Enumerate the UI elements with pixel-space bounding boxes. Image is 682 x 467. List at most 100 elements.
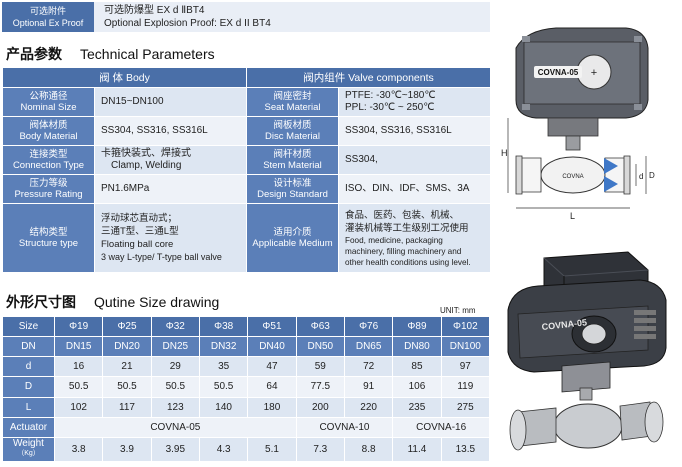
dn-cell: DN100	[440, 336, 491, 358]
explosion-values: 可选防爆型 EX d ⅡBT4 Optional Explosion Proof…	[94, 2, 490, 32]
weight-cell: 4.3	[198, 436, 249, 463]
size-cell: Φ25	[102, 315, 152, 338]
D-cell: 64	[247, 376, 297, 398]
size-cell: Φ38	[198, 315, 249, 338]
L-row: L 102 117 123 140 180 200 220 235 275	[2, 396, 491, 418]
size-cell: Φ51	[247, 315, 297, 338]
nominal-size-value: DN15~DN100	[94, 87, 247, 117]
size-cell: Φ102	[440, 315, 491, 338]
weight-cell: 8.8	[343, 436, 394, 463]
size-row: Size Φ19 Φ25 Φ32 Φ38 Φ51 Φ63 Φ76 Φ89 Φ10…	[2, 315, 491, 338]
L-cell: 235	[392, 396, 442, 418]
size-row-label: Size	[2, 315, 55, 338]
D-cell: 50.5	[53, 376, 104, 398]
dim-d-label: d	[639, 172, 643, 181]
D-cell: 119	[440, 376, 491, 398]
svg-text:+: +	[591, 67, 597, 79]
actuator-cell: COVNA-10	[295, 416, 394, 438]
actuator-brand-label: COVNA-05	[538, 68, 579, 77]
weight-cell: 13.5	[440, 436, 491, 463]
d-cell: 29	[150, 356, 200, 378]
explosion-value-cn: 可选防爆型 EX d ⅡBT4	[104, 5, 205, 16]
size-section-title: 外形尺寸图 Qutine Size drawing	[6, 292, 219, 312]
d-cell: 72	[343, 356, 394, 378]
weight-row-label: Weight（Kg）	[2, 436, 55, 463]
dn-row: DN DN15 DN20 DN25 DN32 DN40 DN50 DN65 DN…	[2, 336, 491, 358]
dim-D-label: D	[649, 171, 655, 180]
size-title-en: Qutine Size drawing	[94, 294, 220, 310]
weight-cell: 3.8	[53, 436, 104, 463]
structure-type-value: 浮动球芯直动式； 三通T型、三通L型 Floating ball core 3 …	[94, 203, 247, 273]
d-row: d 16 21 29 35 47 59 72 85 97	[2, 356, 491, 378]
unit-label: UNIT: mm	[440, 306, 476, 315]
L-row-label: L	[2, 396, 55, 418]
L-cell: 220	[343, 396, 394, 418]
disc-material-value: SS304, SS316, SS316L	[338, 116, 491, 146]
size-title-cn: 外形尺寸图	[6, 294, 76, 310]
D-cell: 50.5	[198, 376, 249, 398]
d-cell: 59	[295, 356, 345, 378]
size-cell: Φ63	[295, 315, 345, 338]
actuator-cell: COVNA-16	[392, 416, 490, 438]
body-material-value: SS304, SS316, SS316L	[94, 116, 247, 146]
d-cell: 35	[198, 356, 249, 378]
valve-technical-drawing: + COVNA-05 COVNA H L d D	[501, 27, 655, 221]
d-cell: 97	[440, 356, 491, 378]
actuator-cell: COVNA-05	[54, 416, 297, 438]
L-cell: 275	[440, 396, 491, 418]
actuator-row-label: Actuator	[2, 416, 55, 438]
L-cell: 117	[102, 396, 152, 418]
dn-cell: DN15	[53, 336, 104, 358]
d-row-label: d	[2, 356, 55, 378]
applicable-medium-value: 食品、医药、包装、机械、 灌装机械等工生级别工况使用 Food, medicin…	[338, 203, 491, 273]
explosion-proof-bar: 可选附件 Optional Ex Proof 可选防爆型 EX d ⅡBT4 O…	[2, 2, 490, 32]
dn-cell: DN32	[198, 336, 249, 358]
D-row-label: D	[2, 376, 55, 398]
size-cell: Φ76	[343, 315, 394, 338]
photo-brand-label: COVNA-05	[541, 317, 587, 332]
dim-H-label: H	[501, 148, 508, 158]
size-cell: Φ89	[392, 315, 442, 338]
D-cell: 106	[392, 376, 442, 398]
dn-cell: DN20	[102, 336, 152, 358]
d-cell: 16	[53, 356, 104, 378]
d-cell: 85	[392, 356, 442, 378]
dn-cell: DN65	[343, 336, 394, 358]
L-cell: 123	[150, 396, 200, 418]
L-cell: 102	[53, 396, 104, 418]
D-cell: 50.5	[102, 376, 152, 398]
D-cell: 77.5	[295, 376, 345, 398]
stem-material-value: SS304,	[338, 145, 491, 175]
body-header: 阀 体 Body	[2, 67, 247, 88]
weight-cell: 5.1	[247, 436, 297, 463]
explosion-label-cn: 可选附件	[29, 6, 66, 16]
dim-L-label: L	[570, 211, 575, 221]
design-standard-value: ISO、DIN、IDF、SMS、3A	[338, 174, 491, 204]
d-cell: 47	[247, 356, 297, 378]
pressure-rating-value: PN1.6MPa	[94, 174, 247, 204]
weight-cell: 3.95	[150, 436, 200, 463]
L-cell: 180	[247, 396, 297, 418]
size-cell: Φ32	[150, 315, 200, 338]
dn-row-label: DN	[2, 336, 55, 358]
D-row: D 50.5 50.5 50.5 50.5 64 77.5 91 106 119	[2, 376, 491, 398]
tech-title-en: Technical Parameters	[80, 46, 215, 62]
weight-row: Weight（Kg） 3.8 3.9 3.95 4.3 5.1 7.3 8.8 …	[2, 436, 491, 463]
L-cell: 140	[198, 396, 249, 418]
explosion-label: 可选附件 Optional Ex Proof	[2, 2, 94, 32]
size-cell: Φ19	[53, 315, 104, 338]
tech-section-title: 产品参数 Technical Parameters	[6, 44, 215, 64]
explosion-label-en: Optional Ex Proof	[12, 18, 84, 28]
weight-cell: 11.4	[392, 436, 442, 463]
tech-title-cn: 产品参数	[6, 46, 62, 62]
